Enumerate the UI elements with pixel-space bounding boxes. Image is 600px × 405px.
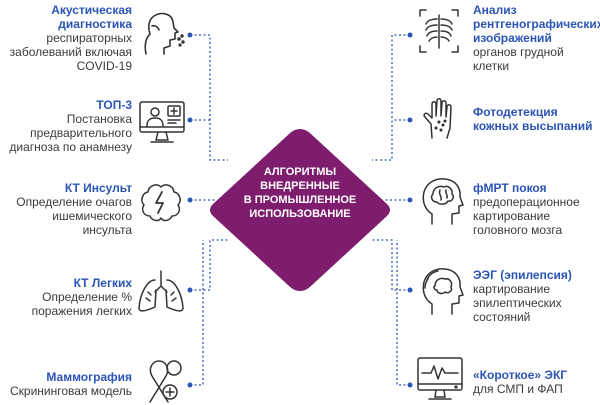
item-title: КТ Легких	[73, 276, 132, 290]
connector-left-4	[190, 239, 228, 291]
ecg-monitor-icon	[417, 357, 463, 400]
item-title: Акустическая диагностика	[51, 3, 132, 31]
right-item-xray: Анализ рентгенографических изображений о…	[473, 3, 600, 73]
item-title: Фотодетекция кожных высыпаний	[473, 105, 593, 133]
lungs-icon	[138, 270, 184, 312]
center-line: В ПРОМЫШЛЕННОЕ	[243, 194, 357, 206]
left-item-top3: ТОП-3 Постановка предварительного диагно…	[0, 98, 132, 154]
right-item-fmri: фМРТ покоя предоперационное картирование…	[473, 181, 600, 237]
brain-stroke-icon	[141, 184, 181, 222]
connector-right-1	[372, 34, 410, 161]
item-description: респираторных заболеваний включая COVID-…	[9, 31, 132, 73]
cancer-ribbon-icon	[149, 360, 182, 403]
coughing-person-icon	[144, 12, 185, 55]
head-brain-icon	[422, 178, 464, 225]
item-description: для СМП и ФАП	[473, 382, 563, 396]
center-line: ВНЕДРЕННЫЕ	[260, 180, 340, 192]
item-description: органов грудной клетки	[473, 45, 564, 73]
item-title: Маммография	[46, 370, 132, 384]
item-description: Определение очагов ишемического инсульта	[16, 195, 132, 237]
item-description: Постановка предварительного диагноза по …	[9, 112, 132, 154]
item-title: ЭЭГ (эпилепсия)	[473, 268, 572, 282]
left-item-mammography: Маммография Скрининговая модель	[0, 370, 132, 398]
center-diamond	[205, 125, 395, 295]
left-item-acoustic: Акустическая диагностика респираторных з…	[0, 3, 132, 73]
item-title: ТОП-3	[96, 98, 132, 112]
right-item-eeg: ЭЭГ (эпилепсия) картирование эпилептичес…	[473, 268, 600, 324]
connector-left-5	[190, 240, 204, 386]
item-title: КТ Инсульт	[64, 181, 132, 195]
item-description: Скрининговая модель	[10, 384, 132, 398]
doctor-computer-icon	[139, 101, 185, 143]
head-brain-waves-icon	[422, 268, 464, 315]
right-item-skin: Фотодетекция кожных высыпаний	[473, 105, 600, 133]
left-item-ct-stroke: КТ Инсульт Определение очагов ишемическо…	[0, 181, 132, 237]
connector-right-5	[396, 240, 410, 386]
chest-xray-icon	[419, 9, 459, 53]
connector-right-4	[372, 239, 410, 291]
center-label: АЛГОРИТМЫ ВНЕДРЕННЫЕ В ПРОМЫШЛЕННОЕ ИСПО…	[232, 165, 368, 221]
right-item-ecg: «Короткое» ЭКГ для СМП и ФАП	[473, 368, 600, 396]
item-title: «Короткое» ЭКГ	[473, 368, 568, 382]
item-description: Определение % поражения легких	[31, 290, 132, 318]
hand-rash-icon	[423, 98, 452, 139]
item-title: фМРТ покоя	[473, 181, 547, 195]
connector-left-1	[190, 34, 228, 161]
item-title: Анализ рентгенографических изображений	[473, 3, 600, 45]
center-line: ИСПОЛЬЗОВАНИЕ	[249, 208, 351, 220]
item-description: картирование эпилептических состояний	[473, 282, 562, 324]
item-description: предоперационное картирование головного …	[473, 195, 580, 237]
left-item-ct-lungs: КТ Легких Определение % поражения легких	[0, 276, 132, 318]
center-line: АЛГОРИТМЫ	[263, 166, 337, 178]
